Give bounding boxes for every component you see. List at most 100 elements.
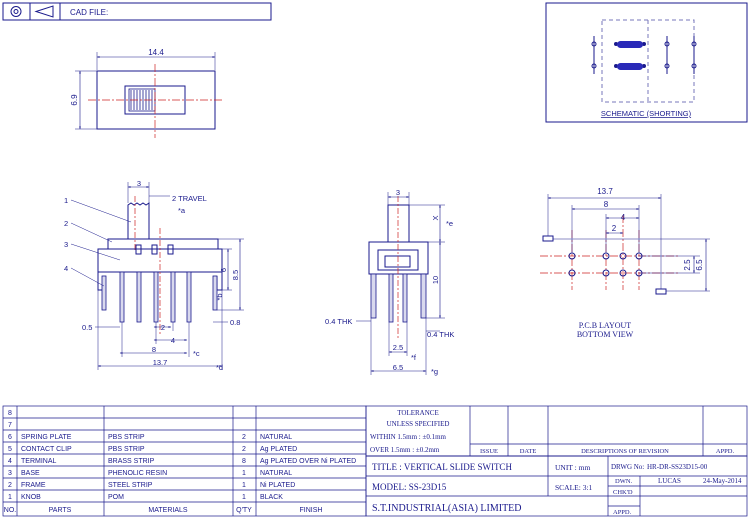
bom-header-qty: Q'TY [236,507,252,514]
bom-cell-part: FRAME [21,482,46,489]
unit-label: UNIT : mm [555,463,590,472]
bom-cell-qty: 8 [242,458,246,465]
bom-cell-material: BRASS STRIP [108,458,155,465]
side-dim-x: X [431,215,440,220]
bom-table [2,405,367,517]
dwn-name: LUCAS [658,477,681,485]
cad-file-box: CAD FILE: [2,2,272,21]
bom-cell-no: 8 [8,410,12,417]
pcb-dim-6-5: 6.5 [695,259,704,271]
chkd-label: CHK'D [613,489,633,496]
bom-cell-qty: 1 [242,494,246,501]
bom-cell-no: 6 [8,434,12,441]
bom-cell-qty: 2 [242,446,246,453]
bom-cell-no: 1 [8,494,12,501]
dim-2: 2 [161,323,165,332]
revision-date: DATE [520,448,537,455]
mark-a: *a [178,206,186,215]
schematic-panel: SCHEMATIC (SHORTING) [545,2,748,123]
bom-cell-part: CONTACT CLIP [21,446,72,453]
cad-file-label: CAD FILE: [70,8,108,17]
bom-cell-finish: Ag PLATED [260,446,297,453]
tolerance-line2: OVER 1.5mm : ±0.2mm [370,446,440,454]
thk-right: 0.4 THK [427,330,454,339]
bom-cell-part: TERMINAL [21,458,57,465]
bom-cell-no: 5 [8,446,12,453]
bom-cell-finish: BLACK [260,494,283,501]
pcb-dim-2: 2 [612,224,617,233]
bom-cell-material: PBS STRIP [108,434,145,441]
dim-0-8: 0.8 [230,318,240,327]
bom-header-materials: MATERIALS [148,507,187,514]
dim-4: 4 [171,336,175,345]
travel-label: 2 TRAVEL [172,194,207,203]
bom-cell-no: 2 [8,482,12,489]
tolerance-title: TOLERANCE [397,409,438,417]
mark-c: *c [193,349,200,358]
bom-cell-material: PHENOLIC RESIN [108,470,167,477]
mark-b: *b [215,293,224,300]
dim-top-width: 14.4 [148,48,164,57]
scale-label: SCALE: 3:1 [555,483,593,492]
bom-cell-part: KNOB [21,494,41,501]
bom-header-finish: FINISH [300,507,323,514]
pcb-dim-2-5: 2.5 [683,259,692,271]
side-dim-6-5: 6.5 [393,363,403,372]
front-view: 3 2 TRAVEL *a 1 2 3 4 6 8.5 *b 0.8 0.5 [64,179,244,372]
bom-cell-no: 7 [8,422,12,429]
dwn-label: DWN. [615,478,633,485]
bom-cell-no: 4 [8,458,12,465]
schematic-caption: SCHEMATIC (SHORTING) [601,109,692,118]
pcb-dim-13-7: 13.7 [597,187,613,196]
mark-d: *d [216,363,223,372]
bom-cell-finish: Ni PLATED [260,482,295,489]
bom-header: NO. PARTS MATERIALS Q'TY FINISH [4,507,323,514]
bom-cell-finish: NATURAL [260,434,292,441]
bom-cell-material: POM [108,494,124,501]
dim-0-5: 0.5 [82,323,92,332]
schematic-symbol-icon [591,36,697,74]
top-view: 14.4 6.9 [70,48,224,138]
revision-descriptions: DESCRIPTIONS OF REVISION [581,448,669,455]
pcb-dim-8: 8 [604,200,609,209]
mark-f: *f [411,353,417,362]
pcb-layout: 13.7 8 4 2 2.5 6.5 P.C.B LAYOUT BOTTOM V… [540,187,710,339]
bom-cell-qty: 2 [242,434,246,441]
bom-cell-finish: Ag PLATED OVER Ni PLATED [260,458,356,465]
company-name: S.T.INDUSTRIAL(ASIA) LIMITED [372,503,522,514]
side-dim-3: 3 [396,188,400,197]
bom-cell-part: BASE [21,470,40,477]
drwg-no: HR-DR-SS23D15-00 [647,463,708,471]
tolerance-line1: WITHIN 1.5mm : ±0.1mm [370,433,447,441]
tolerance-subtitle: UNLESS SPECIFIED [387,420,450,428]
dim-top-height: 6.9 [70,94,79,106]
callout-4: 4 [64,264,68,273]
pcb-caption-line1: P.C.B LAYOUT [579,321,631,330]
bom-rows: 8 7 6 SPRING PLATE PBS STRIP 2 NATURAL 5 CONTACT… [8,410,356,501]
drawing-title: TITLE : VERTICAL SLIDE SWITCH [372,462,512,472]
pcb-holes [568,252,643,277]
bom-cell-material: STEEL STRIP [108,482,153,489]
callout-1: 1 [64,196,68,205]
bom-header-parts: PARTS [49,507,72,514]
dim-13-7: 13.7 [153,358,168,367]
callout-2: 2 [64,219,68,228]
side-dim-2-5: 2.5 [393,343,403,352]
mark-g: *g [431,367,438,376]
callout-3: 3 [64,240,68,249]
bom-cell-part: SPRING PLATE [21,434,72,441]
revision-issue: ISSUE [480,448,498,455]
side-view: 3 X *e 10 0.4 THK 0.4 THK 2.5 *f 6.5 *g [325,188,454,376]
pcb-dim-4: 4 [621,213,626,222]
projection-symbol-icon [10,5,54,18]
model-number: MODEL: SS-23D15 [372,482,447,492]
dim-8-5: 8.5 [231,270,240,280]
pcb-caption-line2: BOTTOM VIEW [577,330,634,339]
revision-appd: APPD. [716,448,735,455]
bom-cell-material: PBS STRIP [108,446,145,453]
appd-label: APPD. [613,509,632,516]
thk-left: 0.4 THK [325,317,352,326]
title-block [365,455,748,517]
drwg-no-label: DRWG No: [611,463,644,471]
